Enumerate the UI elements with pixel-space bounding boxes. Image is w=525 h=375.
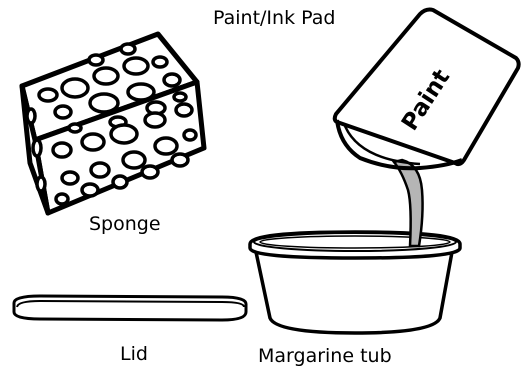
margarine-tub-illustration	[250, 232, 460, 333]
sponge-label: Sponge	[89, 215, 161, 234]
lid-illustration	[14, 296, 246, 320]
title-label: Paint/Ink Pad	[213, 9, 335, 28]
lid-label: Lid	[120, 345, 148, 364]
margarine-tub-label: Margarine tub	[258, 347, 392, 366]
